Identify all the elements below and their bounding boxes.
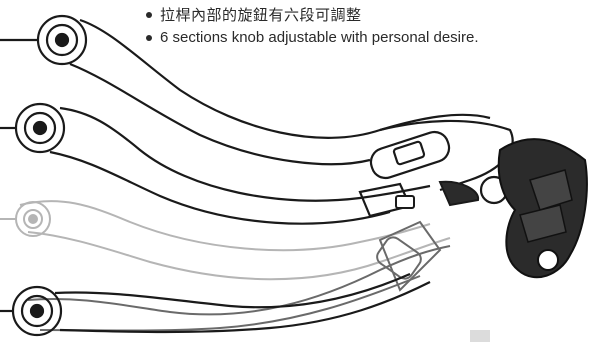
lever-mount-body (497, 138, 588, 279)
adjuster-knob (395, 180, 480, 209)
lever-position-4 (27, 220, 451, 332)
caption-chinese-text: 拉桿內部的旋鈕有六段可調整 (160, 7, 362, 24)
lever-position-bottom (0, 272, 431, 337)
bullet-icon (146, 34, 152, 41)
caption-english: 6 sections knob adjustable with personal… (146, 26, 479, 49)
caption-chinese: 拉桿內部的旋鈕有六段可調整 (146, 3, 479, 26)
bullet-icon (146, 11, 152, 18)
lever-position-1 (0, 14, 514, 205)
caption-block: 拉桿內部的旋鈕有六段可調整 6 sections knob adjustable… (146, 3, 479, 49)
lever-position-2 (0, 102, 431, 225)
caption-english-text: 6 sections knob adjustable with personal… (160, 29, 479, 46)
watermark-box (470, 330, 490, 342)
